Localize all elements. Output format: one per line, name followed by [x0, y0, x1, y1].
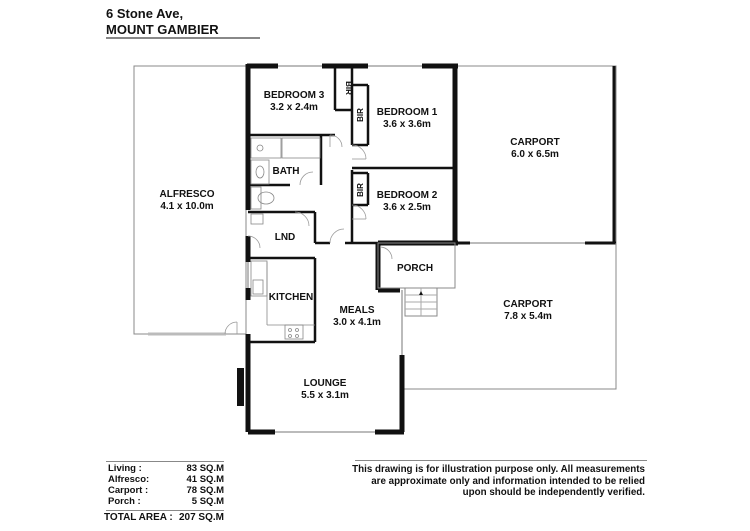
carport1-size: 6.0 x 6.5m: [511, 149, 559, 160]
area-row-carport: Carport : 78 SQ.M: [106, 485, 224, 496]
bedroom2-label: BEDROOM 2: [377, 190, 438, 201]
bir-label-1: BIR: [344, 81, 353, 95]
area-value: 41 SQ.M: [186, 474, 225, 485]
lnd-label: LND: [275, 232, 296, 243]
areas-top-divider: [106, 461, 224, 462]
bir-label-3: BIR: [356, 183, 365, 197]
disclaimer: This drawing is for illustration purpose…: [340, 464, 645, 499]
carport1-label: CARPORT: [510, 137, 559, 148]
area-label: Living :: [108, 463, 142, 474]
area-label: Alfresco:: [108, 474, 150, 485]
total-area-label: TOTAL AREA :: [104, 512, 173, 523]
alfresco-size: 4.1 x 10.0m: [160, 201, 213, 212]
address-street: 6 Stone Ave,: [106, 6, 184, 21]
area-row-porch: Porch : 5 SQ.M: [106, 496, 224, 507]
carport2-size: 7.8 x 5.4m: [504, 311, 552, 322]
lounge-size: 5.5 x 3.1m: [301, 390, 349, 401]
area-row-alfresco: Alfresco: 41 SQ.M: [106, 474, 224, 485]
bedroom1-size: 3.6 x 3.6m: [383, 119, 431, 130]
bedroom3-size: 3.2 x 2.4m: [270, 102, 318, 113]
areas-bottom-divider: [106, 510, 224, 511]
title-divider: [106, 37, 260, 39]
disclaimer-line: upon should be independently verified.: [462, 487, 645, 498]
bir-label-2: BIR: [356, 108, 365, 122]
area-value: 5 SQ.M: [191, 496, 224, 507]
area-value: 83 SQ.M: [186, 463, 225, 474]
disclaimer-line: This drawing is for illustration purpose…: [352, 464, 645, 475]
meals-size: 3.0 x 4.1m: [333, 317, 381, 328]
total-area: TOTAL AREA : 207 SQ.M: [104, 512, 224, 523]
area-label: Carport :: [108, 485, 149, 496]
bath-label: BATH: [272, 166, 299, 177]
fireplace: [237, 368, 244, 406]
lounge-label: LOUNGE: [304, 378, 347, 389]
area-summary: Living : 83 SQ.M Alfresco: 41 SQ.M Carport…: [106, 463, 224, 507]
address-suburb: MOUNT GAMBIER: [106, 22, 219, 37]
porch-label: PORCH: [397, 263, 433, 274]
carport2-label: CARPORT: [503, 299, 552, 310]
area-row-living: Living : 83 SQ.M: [106, 463, 224, 474]
property-address: 6 Stone Ave, MOUNT GAMBIER: [106, 6, 219, 38]
meals-label: MEALS: [340, 305, 375, 316]
fixtures: [250, 137, 321, 340]
alfresco-area: [133, 65, 247, 336]
kitchen-label: KITCHEN: [269, 292, 313, 303]
porch-outline: [377, 242, 456, 317]
bedroom2-size: 3.6 x 2.5m: [383, 202, 431, 213]
windows: [247, 65, 422, 433]
door-swings: [224, 134, 393, 335]
bedroom3-label: BEDROOM 3: [264, 90, 325, 101]
interior-walls: [248, 66, 455, 344]
bedroom1-label: BEDROOM 1: [377, 107, 438, 118]
area-label: Porch :: [108, 496, 141, 507]
alfresco-label: ALFRESCO: [160, 189, 215, 200]
disclaimer-divider: [355, 460, 647, 461]
area-value: 78 SQ.M: [186, 485, 225, 496]
total-area-value: 207 SQ.M: [178, 512, 224, 523]
disclaimer-line: are approximate only and information int…: [371, 475, 645, 487]
